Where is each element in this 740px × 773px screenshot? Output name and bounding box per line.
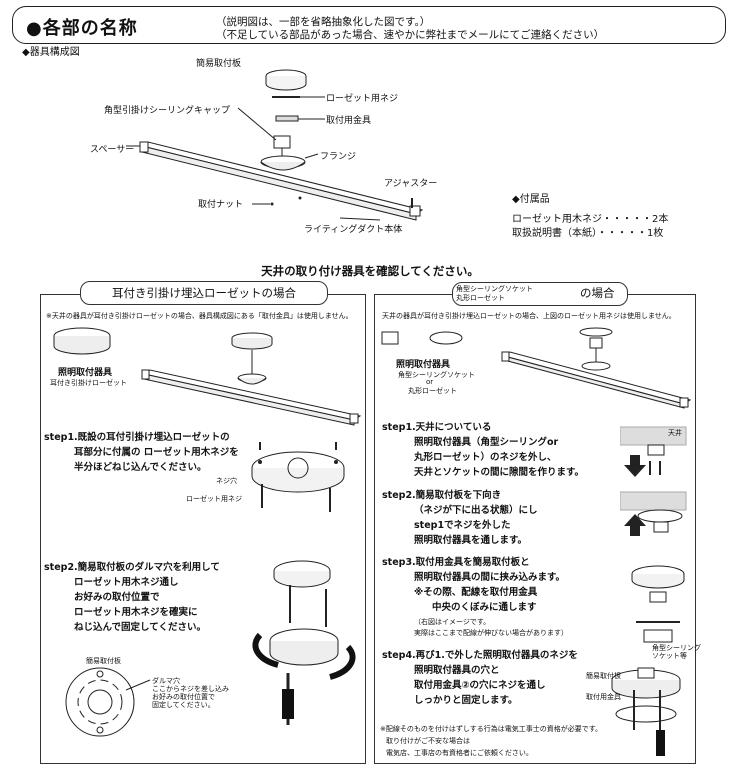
right-plate-label: 簡易取付板 (586, 672, 621, 680)
right-overview-diagram (381, 327, 692, 409)
right-fixture-sub1: 角型シーリングソケット (398, 371, 475, 379)
accessory-line-2: 取扱説明書（本紙）・・・・・1枚 (512, 228, 664, 239)
left-step2-line1: step2.簡易取付板のダルマ穴を利用して (44, 562, 220, 573)
component-diagram (126, 69, 424, 221)
right-panel-tab (452, 282, 628, 306)
socket-label-2: ソケット等 (652, 652, 687, 660)
left-fixture-label: 照明取付器具 (58, 368, 113, 378)
label-adjuster: アジャスター (384, 179, 438, 189)
accessory-line-1: ローゼット用木ネジ・・・・・2本 (512, 214, 669, 225)
right-step4-line2: 照明取付器具の穴と (414, 665, 500, 676)
diagram-heading: ◆器具構成図 (22, 47, 80, 58)
left-fixture-sub: 耳付き引掛けローゼット (50, 379, 127, 387)
plate-label: 簡易取付板 (86, 657, 121, 665)
left-step1-diagram (251, 442, 345, 512)
right-step3-note1: （右図はイメージです。 (414, 618, 491, 626)
right-step3-diagram (631, 565, 685, 643)
right-fixture-sub2: 丸形ローゼット (408, 387, 457, 395)
right-fitting-label: 取付用金具 (586, 693, 621, 701)
left-step1-line2: 耳部分に付属の ローゼット用木ネジを (74, 447, 239, 458)
left-plate-diagram (65, 667, 151, 737)
right-panel-note: 天井の器具が耳付き引掛け埋込ローゼットの場合、上図のローゼット用ネジは使用しませ… (382, 312, 676, 320)
right-step2-line2: （ネジが下に出る状態）にし (414, 505, 538, 516)
header-box (12, 6, 726, 44)
header-note-1: （説明図は、一部を省略抽象化した図です。） (216, 16, 431, 28)
right-step3-line3: ※その際、配線を取付用金具 (414, 587, 538, 598)
right-step3-line2: 照明取付器具の間に挟み込みます。 (414, 572, 566, 583)
daruma-label-3: お好みの取付位置で (152, 693, 215, 701)
right-footer-3: 電気店、工事店の有資格者にご依頼ください。 (386, 749, 533, 757)
socket-label-1: 角型シーリング (652, 644, 701, 652)
right-step2-line3: step1でネジを外した (414, 520, 511, 531)
left-step1-line3: 半分ほどねじ込んでください。 (74, 462, 207, 473)
right-step4-line3: 取付用金具②の穴にネジを通し (414, 680, 546, 691)
accessories-heading: ◆付属品 (512, 194, 550, 205)
right-fixture-label: 照明取付器具 (396, 360, 451, 370)
right-step2-line4: 照明取付器具を通します。 (414, 535, 528, 546)
label-fitting: 取付用金具 (326, 116, 372, 126)
right-footer-1: ※配線そのものを付けはずしする行為は電気工事士の資格が必要です。 (380, 725, 603, 733)
right-step1-line1: step1.天井についている (382, 422, 492, 433)
daruma-label-2: ここからネジを差し込み (152, 685, 229, 693)
right-tab-line2: 丸形ローゼット (456, 294, 505, 302)
left-step1-line1: step1.既設の耳付引掛け埋込ローゼットの (44, 432, 230, 443)
daruma-label-1: ダルマ穴 (152, 677, 180, 685)
right-fixture-or: or (426, 378, 434, 386)
right-step1-line4: 天井とソケットの間に隙間を作ります。 (414, 467, 585, 478)
ceiling-label: 天井 (668, 429, 682, 437)
right-tab-line1: 角型シーリングソケット (456, 285, 533, 293)
daruma-label-4: 固定してください。 (152, 701, 215, 709)
left-overview-diagram (53, 327, 362, 426)
right-step2-line1: step2.簡易取付板を下向き (382, 490, 502, 501)
left-panel-note: ※天井の器具が耳付き引掛けローゼットの場合、器具構成図にある「取付金具」は使用し… (46, 312, 353, 320)
right-step3-line1: step3.取付用金具を簡易取付板と (382, 557, 530, 568)
page-title: ●各部の名称 (26, 18, 138, 39)
right-step4-line1: step4.再び1.で外した照明取付器具のネジを (382, 650, 578, 661)
left-step2-line5: ねじ込んで固定してください。 (74, 622, 206, 633)
label-flange: フランジ (320, 152, 357, 162)
left-step2-line4: ローゼット用木ネジを確実に (74, 607, 198, 618)
label-left-rosette-screw: ローゼット用ネジ (186, 495, 242, 503)
left-step2-diagram (252, 560, 356, 725)
label-nut: 取付ナット (198, 200, 244, 210)
label-screw-hole: ネジ穴 (216, 477, 237, 485)
right-step2-diagram (620, 491, 687, 536)
right-step3-note2: 実際はここまで配線が伸びない場合があります） (414, 629, 568, 637)
right-step1-line3: 丸形ローゼット）のネジを外し、 (414, 452, 557, 463)
right-step1-line2: 照明取付器具（角型シーリングor (414, 437, 559, 448)
label-duct: ライティングダクト本体 (304, 225, 403, 235)
right-step4-line4: しっかりと固定します。 (414, 695, 518, 706)
left-panel-tab: 耳付き引掛け埋込ローゼットの場合 (80, 281, 328, 305)
install-title: 天井の取り付け器具を確認してください。 (261, 264, 479, 278)
right-tab-suffix: の場合 (580, 286, 615, 300)
label-spacer: スペーサー (90, 145, 135, 155)
header-note-2: （不足している部品があった場合、速やかに弊社までメールにてご連絡ください） (216, 29, 605, 41)
left-step2-line3: お好みの取付位置で (74, 592, 160, 603)
left-step2-line2: ローゼット用木ネジ通し (74, 577, 179, 588)
right-step3-line4: 中央のくぼみに通します (432, 602, 537, 613)
label-cap: 角型引掛けシーリングキャップ (104, 106, 231, 116)
label-mount-plate: 簡易取付板 (196, 59, 242, 69)
right-step1-diagram (620, 426, 687, 477)
right-step4-diagram (611, 667, 681, 756)
right-footer-2: 取り付けがご不安な場合は (386, 737, 470, 745)
label-rosette-screw: ローゼット用ネジ (326, 94, 399, 104)
